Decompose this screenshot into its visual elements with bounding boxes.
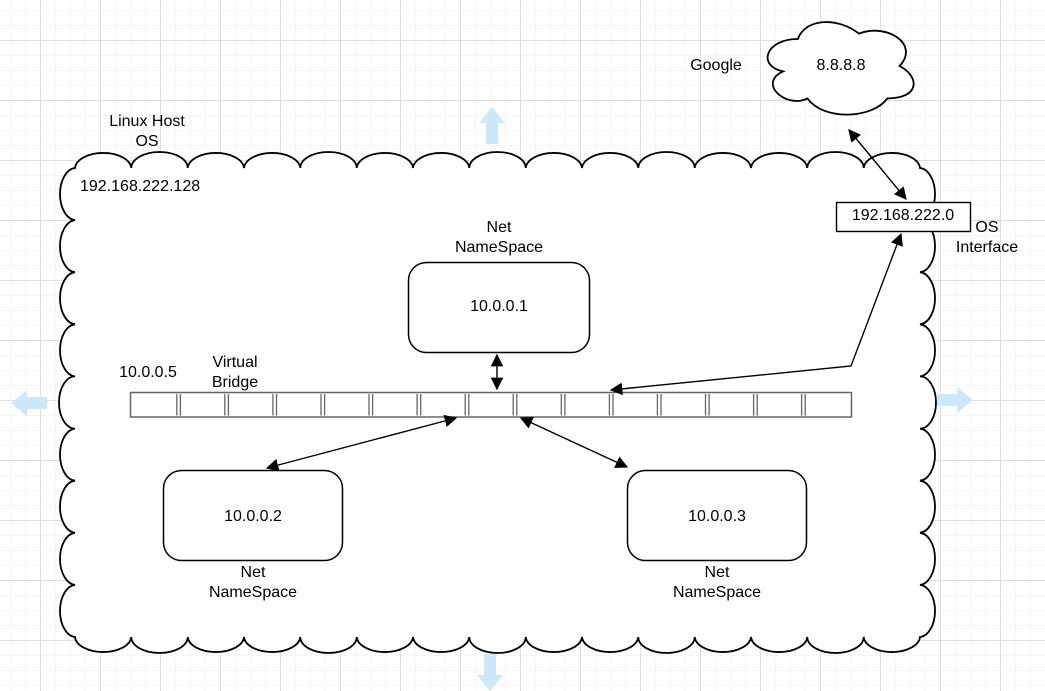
google-ip[interactable]: 8.8.8.8 [816,57,866,74]
namespace3-box[interactable] [626,469,808,562]
os-interface-label[interactable]: OS Interface [955,219,1019,256]
namespace3-label[interactable]: Net NameSpace [672,564,762,601]
edge-bridge-namespace3[interactable] [519,417,629,468]
bridge-dividers [176,394,806,416]
google-cloud-shape[interactable] [766,21,915,116]
os-interface-ip[interactable]: 192.168.222.0 [851,207,955,224]
bridge-label[interactable]: Virtual Bridge [211,354,259,391]
namespace1-ip[interactable]: 10.0.0.1 [470,298,528,315]
nav-right-arrow[interactable] [937,387,973,413]
namespace1-label[interactable]: Net NameSpace [454,219,544,256]
nav-left-arrow[interactable] [11,390,47,416]
edge-osinterface-bridge[interactable] [609,232,903,396]
namespace2-box[interactable] [162,469,344,562]
os-interface-box[interactable] [835,201,972,233]
namespace2-ip[interactable]: 10.0.0.2 [224,508,282,525]
bridge-ip[interactable]: 10.0.0.5 [119,364,177,381]
nav-up-arrow[interactable] [479,107,505,144]
nav-down-arrow[interactable] [477,654,503,691]
host-ip[interactable]: 192.168.222.128 [80,178,201,195]
edge-bridge-namespace2[interactable] [265,414,458,472]
virtual-bridge-shape[interactable] [129,391,853,418]
linux-host-label[interactable]: Linux Host OS [109,113,185,150]
namespace3-ip[interactable]: 10.0.0.3 [688,508,746,525]
namespace2-label[interactable]: Net NameSpace [208,564,298,601]
edge-google-osinterface[interactable] [848,129,907,200]
google-label[interactable]: Google [690,57,742,74]
namespace1-box[interactable] [407,261,591,354]
